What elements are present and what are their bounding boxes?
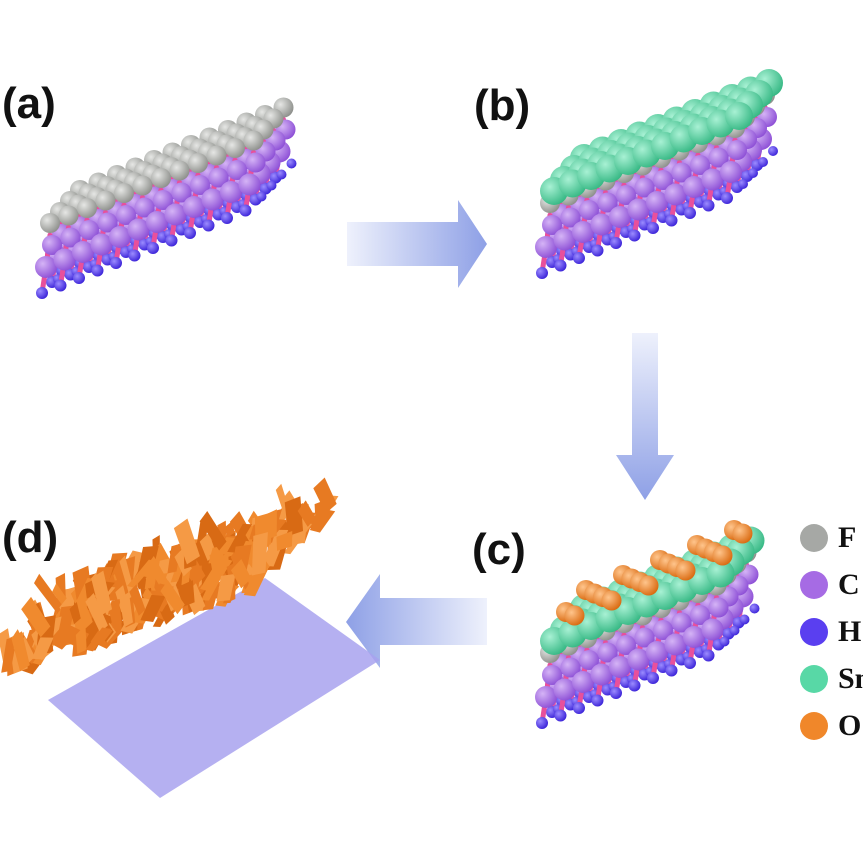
arrow-c-to-d — [346, 574, 487, 668]
panel-label-c: (c) — [472, 525, 526, 574]
legend-swatch — [800, 712, 828, 740]
legend-item: F — [800, 518, 856, 558]
structure-d-nanosheet-array — [0, 477, 380, 798]
legend-item: H — [800, 612, 861, 652]
legend-swatch — [800, 571, 828, 599]
panel-label-d: (d) — [2, 513, 59, 562]
panel-label-b: (b) — [474, 81, 531, 130]
legend-label: Sn — [838, 662, 863, 695]
legend-swatch — [800, 665, 828, 693]
legend-swatch — [800, 524, 828, 552]
structure-c-sno2-coated — [535, 520, 765, 729]
legend-item: Sn — [800, 659, 863, 699]
arrow-a-to-b — [347, 200, 487, 288]
legend-item: C — [800, 565, 860, 605]
arrow-b-to-c — [616, 333, 674, 500]
legend-label: O — [838, 709, 862, 742]
legend-label: F — [838, 521, 857, 554]
legend-label: C — [838, 568, 860, 601]
legend-label: H — [838, 615, 862, 648]
structure-b-sn-adsorbed — [535, 69, 783, 279]
structure-a-pvdf — [35, 97, 297, 299]
panel-label-a: (a) — [2, 79, 56, 128]
legend-item: O — [800, 706, 861, 746]
legend-swatch — [800, 618, 828, 646]
